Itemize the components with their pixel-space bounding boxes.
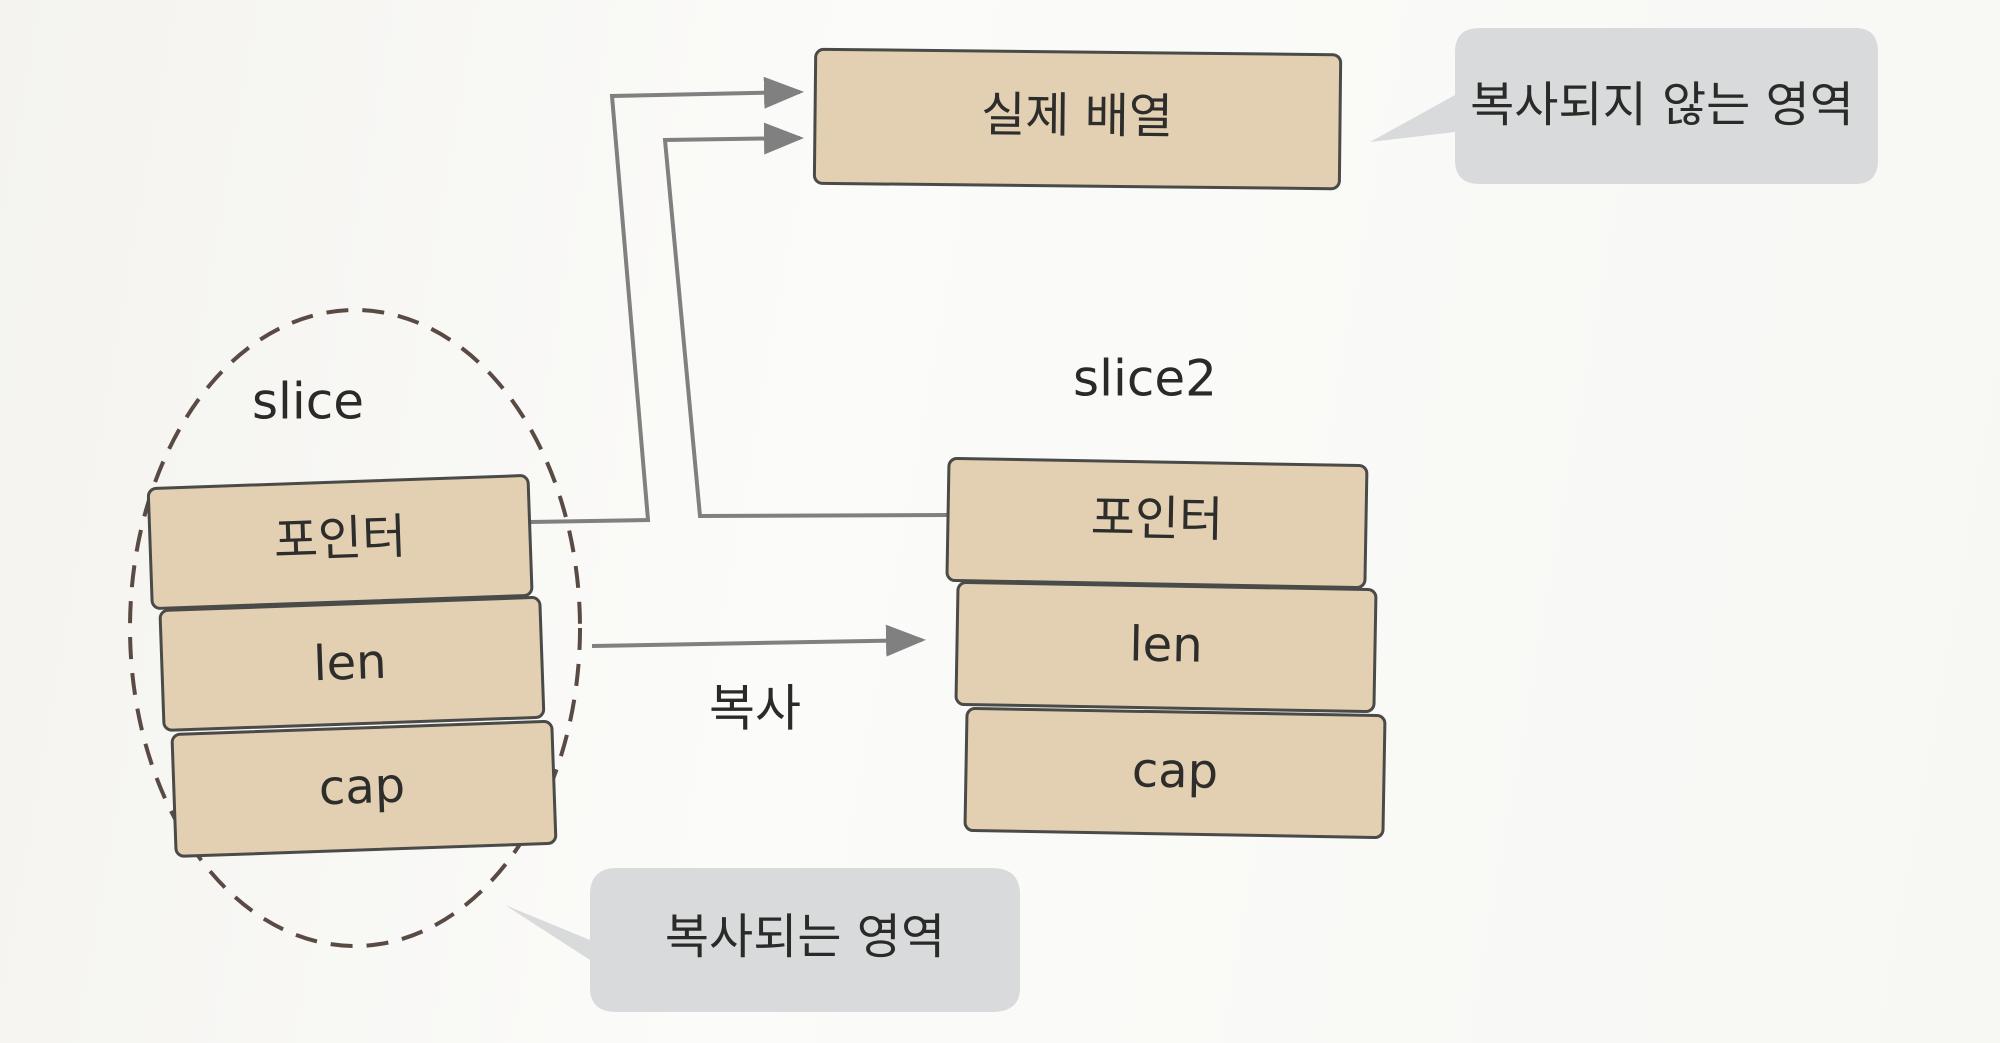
- copy-arrow: [591, 624, 926, 657]
- slice-pointer-arrow: [529, 76, 804, 524]
- slice-field-cap-label: cap: [318, 757, 406, 816]
- actual-array-box: 실제 배열: [812, 47, 1343, 191]
- slice2-field-cap: cap: [963, 706, 1387, 839]
- callout-not-copied-text: 복사되지 않는 영역: [1470, 77, 1854, 133]
- callout-copied: 복사되는 영역: [505, 868, 1020, 1012]
- slice-title: slice: [252, 373, 364, 431]
- slice2-field-cap-label: cap: [1131, 742, 1218, 799]
- slice2-title: slice2: [1073, 350, 1217, 408]
- callout-not-copied: 복사되지 않는 영역: [1370, 28, 1878, 184]
- copy-arrow-label: 복사: [709, 680, 801, 738]
- slice2-field-pointer-label: 포인터: [1090, 490, 1223, 548]
- slice2-field-len: len: [954, 580, 1378, 713]
- slice2-field-len-label: len: [1129, 616, 1203, 673]
- slice-field-pointer-label: 포인터: [273, 509, 407, 570]
- slice2-struct: 포인터 len cap: [945, 456, 1387, 839]
- slice-field-pointer: 포인터: [146, 474, 534, 610]
- slice-struct: 포인터 len cap: [146, 474, 558, 858]
- slice2-pointer-arrow: [662, 122, 949, 519]
- slice-field-len-label: len: [312, 634, 387, 693]
- slice2-field-pointer: 포인터: [945, 456, 1369, 589]
- copied-region-outline: [128, 308, 582, 948]
- slice-field-len: len: [158, 596, 546, 732]
- actual-array-label: 실제 배열: [981, 87, 1173, 145]
- slice-field-cap: cap: [170, 720, 558, 858]
- callout-copied-text: 복사되는 영역: [665, 909, 945, 965]
